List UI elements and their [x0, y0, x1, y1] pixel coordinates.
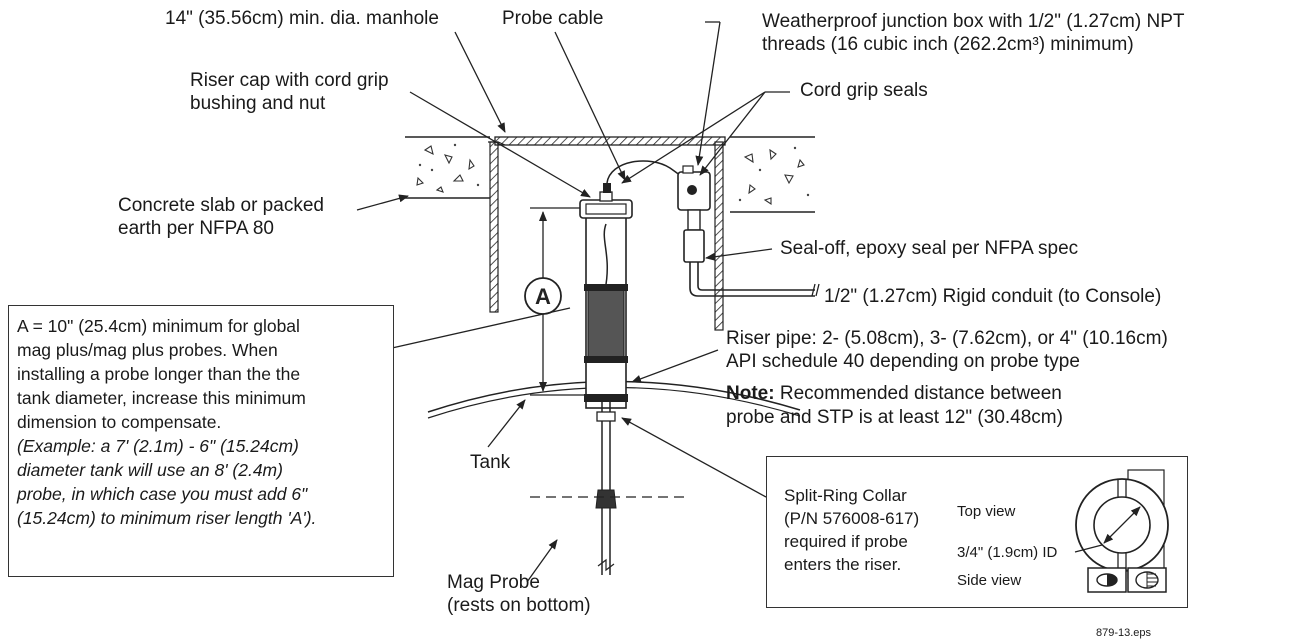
note-line1: Note: Recommended distance between — [726, 383, 1062, 405]
note-bold: Note: — [726, 383, 775, 404]
dimension-a — [524, 207, 584, 396]
junction-box-label-line1: Weatherproof junction box with 1/2" (1.2… — [762, 11, 1185, 32]
collar-line: Split-Ring Collar — [784, 486, 907, 505]
riser-cap-label-line1: Riser cap with cord grip — [190, 70, 389, 91]
collar-id-label: 3/4" (1.9cm) ID — [957, 544, 1058, 561]
a-note-example-line: (Example: a 7' (2.1m) - 6" (15.24cm) — [17, 436, 299, 456]
concrete-label-line2: earth per NFPA 80 — [118, 218, 274, 239]
split-ring-collar-side-view — [1087, 567, 1167, 593]
dimension-a-note-box: A = 10" (25.4cm) minimum for global mag … — [8, 305, 394, 577]
riser-cap — [579, 183, 633, 219]
mag-probe-label-line1: Mag Probe — [447, 572, 540, 593]
concrete-slab — [405, 136, 815, 213]
split-ring-collar-top-view — [1074, 469, 1169, 579]
riser-cap-label-line2: bushing and nut — [190, 93, 326, 114]
a-note-example-line: (15.24cm) to minimum riser length 'A'). — [17, 508, 317, 528]
manhole-cover — [494, 136, 726, 146]
probe-cable-label: Probe cable — [502, 8, 604, 29]
a-note-line: dimension to compensate. — [17, 412, 222, 432]
a-note-line: mag plus/mag plus probes. When — [17, 340, 278, 360]
collar-line: enters the riser. — [784, 555, 902, 574]
a-note-line: A = 10" (25.4cm) minimum for global — [17, 316, 300, 336]
top-view-label: Top view — [957, 503, 1016, 520]
split-ring-collar-box — [766, 456, 1188, 608]
manhole-label: 14" (35.56cm) min. dia. manhole — [165, 8, 439, 29]
tank-label: Tank — [470, 452, 511, 473]
riser-pipe — [584, 213, 628, 409]
note-text1: Recommended distance between — [779, 383, 1062, 404]
riser-pipe-label-line2: API schedule 40 depending on probe type — [726, 351, 1080, 372]
junction-box-label-line2: threads (16 cubic inch (262.2cm³) minimu… — [762, 34, 1134, 55]
dimension-a-note-text: A = 10" (25.4cm) minimum for global mag … — [17, 314, 316, 530]
side-view-label: Side view — [957, 572, 1022, 589]
a-note-example-line: probe, in which case you must add 6" — [17, 484, 308, 504]
dimension-a-label: A — [535, 284, 551, 309]
a-note-line: installing a probe longer than the the — [17, 364, 301, 384]
mag-probe-label-line2: (rests on bottom) — [447, 595, 591, 616]
collar-text: Split-Ring Collar (P/N 576008-617) requi… — [784, 484, 919, 576]
conduit-label: 1/2" (1.27cm) Rigid conduit (to Console) — [824, 286, 1162, 307]
a-note-line: tank diameter, increase this minimum — [17, 388, 306, 408]
seal-off-label: Seal-off, epoxy seal per NFPA spec — [780, 238, 1079, 259]
collar-line: required if probe — [784, 532, 908, 551]
cord-grip-label: Cord grip seals — [800, 80, 928, 101]
leader-lines — [356, 21, 790, 583]
riser-pipe-label-line1: Riser pipe: 2- (5.08cm), 3- (7.62cm), or… — [726, 328, 1168, 349]
figure-id: 879-13.eps — [1096, 627, 1152, 639]
mag-probe — [530, 402, 690, 575]
note-line2: probe and STP is at least 12" (30.48cm) — [726, 407, 1063, 428]
junction-box — [677, 165, 820, 297]
a-note-example-line: diameter tank will use an 8' (2.4m) — [17, 460, 283, 480]
collar-line: (P/N 576008-617) — [784, 509, 920, 528]
concrete-label-line1: Concrete slab or packed — [118, 195, 324, 216]
